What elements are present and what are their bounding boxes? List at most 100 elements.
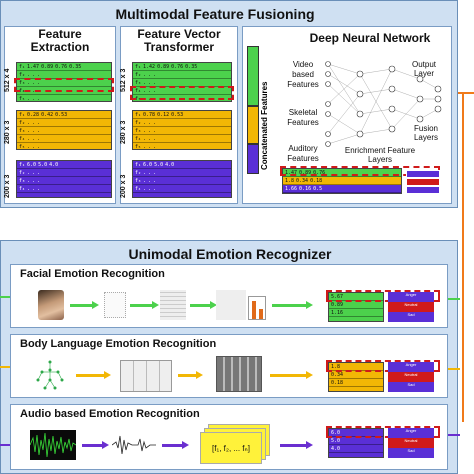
facial-output: Anger Neutral Sad <box>388 292 434 322</box>
concatenated-features-bar <box>247 46 259 174</box>
body-val-3: 0.18 <box>331 379 344 386</box>
face-bar-chart <box>248 296 266 320</box>
audio-feature-cards: [f₁, f₂, ... fₙ] <box>200 424 274 464</box>
dnn-title: Deep Neural Network <box>309 31 431 45</box>
body-out-2: Neutral <box>388 372 434 382</box>
body-row-label: Body Language Emotion Recognition <box>20 338 217 350</box>
dnn-row2-v3: 0.18 <box>310 177 323 184</box>
feature-extraction-title-line2: Extraction <box>30 40 90 54</box>
facial-arrowhead-4 <box>306 301 313 309</box>
facial-val-2: 0.89 <box>331 301 344 308</box>
concat-label: Concatenated Features <box>260 81 269 170</box>
unimodal-title: Unimodal Emotion Recognizer <box>128 246 332 262</box>
facial-val-3: 1.16 <box>331 309 344 316</box>
dnn-output-bar <box>406 170 440 194</box>
audio-out-1: Anger <box>388 428 434 438</box>
facial-feature-matrix: 5.67 0.89 1.16 <box>328 292 384 322</box>
facial-arrow-1 <box>70 304 92 307</box>
audio-output: Anger Neutral Sad <box>388 428 434 458</box>
yellow-connector <box>448 368 460 370</box>
dim2-label-audio: 200 x 3 <box>120 174 127 198</box>
face-landmark-image <box>104 292 126 318</box>
dim-label-skeletal: 280 x 3 <box>4 120 11 144</box>
audio-arrow-1 <box>82 444 104 447</box>
audio-out-2: Neutral <box>388 438 434 448</box>
face-hist-image <box>216 290 246 320</box>
audio-arrowhead-2 <box>182 441 189 449</box>
facial-arrowhead-1 <box>92 301 99 309</box>
facial-out-1: Anger <box>388 292 434 302</box>
dnn-row2-v2: 0.34 <box>296 177 309 184</box>
dnn-row3-v1: 1.66 <box>285 185 298 192</box>
audio-feature-matrix: 6.0 5.0 4.0 <box>328 428 384 458</box>
body-arrow-1 <box>76 374 106 377</box>
fvt-title-line1: Feature Vector <box>137 27 221 41</box>
feature-extraction-title-line1: Feature <box>38 27 82 41</box>
skeletal-features-label: Skeletal Features <box>287 108 319 127</box>
fe-highlight <box>14 78 114 92</box>
panel-title: Multimodal Feature Fusioning <box>115 6 315 22</box>
body-val-2: 0.34 <box>331 371 344 378</box>
audio-out-3: Sad <box>388 448 434 458</box>
body-out-1: Anger <box>388 362 434 372</box>
body-output: Anger Neutral Sad <box>388 362 434 392</box>
dnn-row1-v2: 0.89 <box>299 169 312 176</box>
facial-out-2: Neutral <box>388 302 434 312</box>
facial-arrow-4 <box>272 304 308 307</box>
body-arrowhead-1 <box>104 371 111 379</box>
orange-connector-vertical <box>462 92 464 422</box>
facial-out-3: Sad <box>388 312 434 322</box>
body-arrowhead-3 <box>306 371 313 379</box>
body-arrow-2 <box>178 374 198 377</box>
purple-connector <box>448 434 460 436</box>
output-layer-label: Output Layer <box>411 60 436 78</box>
green-connector <box>448 298 460 300</box>
fvt-title: Feature Vector Transformer <box>124 28 234 54</box>
orange-connector <box>458 92 474 94</box>
facial-arrowhead-3 <box>210 301 217 309</box>
auditory-features-label: Auditory Features <box>287 144 319 163</box>
facial-arrow-2 <box>130 304 152 307</box>
left-green-connector <box>0 296 10 298</box>
audio-val-1: 6.0 <box>331 429 341 436</box>
waveform-lines-2 <box>111 435 156 455</box>
dnn-row2-v1: 1.8 <box>285 177 295 184</box>
fvt-highlight <box>130 86 234 100</box>
audio-waveform-image <box>29 430 77 460</box>
body-feature-matrix: 1.8 0.34 0.18 <box>328 362 384 392</box>
feature-extraction-title: Feature Extraction <box>10 28 110 54</box>
f-vector-label: [f₁, f₂, ... fₙ] <box>200 432 262 464</box>
audio-arrowhead-1 <box>102 441 109 449</box>
audio-arrow-2 <box>162 444 184 447</box>
audio-arrow-3 <box>280 444 308 447</box>
video-features-label: Video based Features <box>287 60 319 89</box>
left-yellow-connector <box>0 366 10 368</box>
dnn-row1-v1: 1.47 <box>285 169 298 176</box>
neural-network-graphic <box>325 61 442 147</box>
face-grid-image <box>160 290 186 320</box>
fusion-layers-label: Fusion Layers <box>413 124 438 142</box>
audio-val-2: 5.0 <box>331 437 341 444</box>
waveform-lines <box>29 432 77 458</box>
skeleton-points <box>36 360 64 390</box>
body-out-3: Sad <box>388 382 434 392</box>
dnn-row1-v3: 0.76 <box>313 169 326 176</box>
facial-val-1: 5.67 <box>331 293 344 300</box>
fvt-title-line2: Transformer <box>143 40 215 54</box>
body-grid-image <box>120 360 172 392</box>
body-arrowhead-2 <box>196 371 203 379</box>
dim-label-audio: 200 x 3 <box>4 174 11 198</box>
dnn-row3-v3: 0.5 <box>313 185 323 192</box>
body-highlight <box>326 360 440 372</box>
audio-arrowhead-3 <box>306 441 313 449</box>
left-purple-connector <box>0 444 10 446</box>
audio-wave-2 <box>111 430 156 460</box>
audio-row-label: Audio based Emotion Recognition <box>20 408 200 420</box>
body-val-1: 1.8 <box>331 363 341 370</box>
